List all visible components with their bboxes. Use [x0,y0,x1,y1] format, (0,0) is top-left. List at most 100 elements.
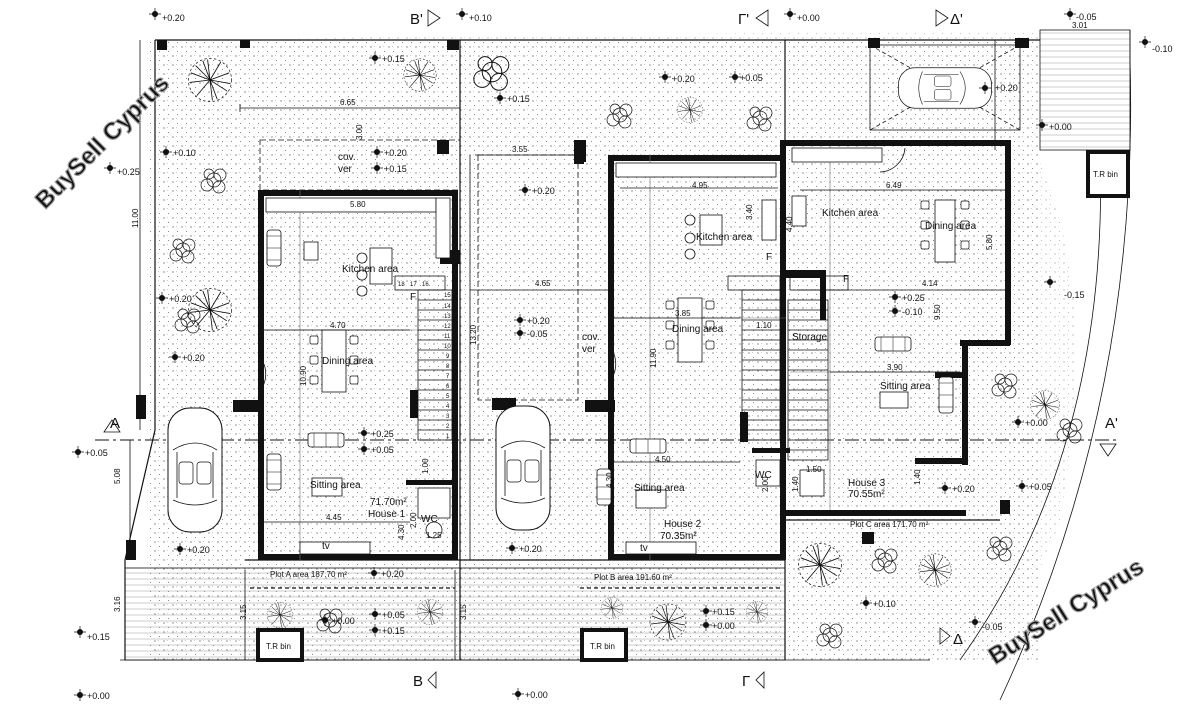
level-label: +0.05 [371,445,394,455]
house-1-area: 71.70m² [370,497,407,508]
stair-step-number: 15 [444,293,451,299]
room-labels: Kitchen area Dining area Sitting area Ki… [266,152,1118,651]
furniture [265,147,970,555]
level-label: +0.25 [371,429,394,439]
level-label: +0.15 [507,94,530,104]
dim-label: 5.08 [113,468,122,484]
level-label: +0.20 [381,569,404,579]
dim-label: 13.20 [469,324,478,345]
room-wc-2: WC [755,470,772,481]
fridge-3: F [843,274,849,285]
section-markers: B' Γ' Δ' A A' Δ B Γ [103,9,1118,690]
dim-label: 1.10 [756,321,772,330]
level-label: +0.20 [952,484,975,494]
dim-label: 3.16 [113,596,122,612]
level-label: +0.25 [117,167,140,177]
dim-label: 5.80 [350,200,366,209]
dim-label: 5.80 [985,234,994,250]
site-ground [120,29,1132,701]
house-1-name: House 1 [368,509,406,520]
house-2-name: House 2 [664,519,702,530]
trash-bin-label-3: T.R bin [1093,170,1118,179]
level-label: +0.20 [532,186,555,196]
room-sitting-3: Sitting area [880,381,931,392]
level-label: +0.20 [187,545,210,555]
dim-label: 1.40 [913,469,922,485]
level-label: +0.25 [902,293,925,303]
level-label: +0.15 [384,164,407,174]
dim-label: 9.50 [933,304,942,320]
dim-label: 4.50 [655,455,671,464]
dim-label: 11.90 [649,348,658,368]
dimension-lines [129,40,1005,660]
dim-label: 1.40 [791,476,800,492]
level-label: -0.15 [1064,290,1085,300]
tv-1: tv [322,541,330,552]
dim-label: 1.00 [421,458,430,474]
room-kitchen-3: Kitchen area [822,208,879,219]
level-label: +0.05 [1029,482,1052,492]
stair-step-number: 9 [446,354,450,360]
trash-bin-label-2: T.R bin [590,642,615,651]
dim-label: 3.15 [239,604,248,620]
stair-step-number: 5 [446,394,450,400]
stair-step-number: 14 [444,304,451,310]
stair-step-number: 13 [444,314,451,320]
stair-step-number: 10 [444,344,451,350]
room-kitchen-1: Kitchen area [342,264,399,275]
dim-label: 4.14 [922,279,938,288]
house-3-area: 70.55m² [848,489,885,500]
section-d-top: Δ' [950,11,963,28]
dim-label: 4.70 [330,321,346,330]
dim-label: 6.65 [340,98,356,107]
level-label: -0.10 [902,307,923,317]
stair-step-number: 11 [444,334,451,340]
level-label: +0.20 [527,316,550,326]
covered-veranda-1: cov. [338,152,356,163]
room-sitting-2: Sitting area [634,483,685,494]
stair-step-number: 17 [410,282,417,288]
dim-label: 4.45 [326,513,342,522]
fridge-1: F [410,292,416,303]
dim-label: 3.90 [887,363,903,372]
stair-step-number: 3 [446,414,450,420]
dim-label: 3.15 [459,604,468,620]
dimension-labels: 6.65 3.00 3.55 4.95 6.49 11.00 5.80 3.40… [113,21,1088,620]
dim-label: 6.49 [886,181,902,190]
level-label: +0.05 [740,73,763,83]
level-label: +0.10 [469,13,492,23]
level-label: -0.05 [982,622,1003,632]
level-label: +0.05 [382,610,405,620]
level-label: +0.20 [519,544,542,554]
staircases [394,275,849,461]
dim-label: 3.55 [512,145,528,154]
level-label: +0.00 [1025,418,1048,428]
level-label: +0.15 [382,54,405,64]
level-label: +0.20 [995,83,1018,93]
room-kitchen-2: Kitchen area [696,232,753,243]
trash-bin-label-1: T.R bin [266,642,291,651]
level-markers: +0.20 +0.10 +0.00 -0.05 -0.10 +0.15 +0.2… [71,7,1173,702]
dim-label: 2.00 [409,512,418,528]
posts [126,38,1029,560]
tv-2: tv [640,543,648,554]
section-g-bottom: Γ [742,673,750,690]
level-label: -0.05 [527,329,548,339]
dim-label: 3.85 [675,309,691,318]
dim-label: 4.30 [605,472,614,488]
level-label: +0.15 [712,607,735,617]
level-label: +0.10 [873,599,896,609]
level-label: -0.05 [1076,12,1097,22]
room-dining-1: Dining area [322,356,374,367]
covered-veranda-1b: ver [338,164,353,175]
room-dining-2: Dining area [672,324,724,335]
covered-veranda-2b: ver [582,344,597,355]
level-label: -0.10 [1152,44,1173,54]
dim-label: 3.01 [1072,21,1088,30]
room-dining-3: Dining area [925,221,977,232]
level-label: +0.00 [332,616,355,626]
level-label: +0.20 [182,353,205,363]
stair-step-number: 12 [444,324,451,330]
level-label: +0.20 [672,74,695,84]
